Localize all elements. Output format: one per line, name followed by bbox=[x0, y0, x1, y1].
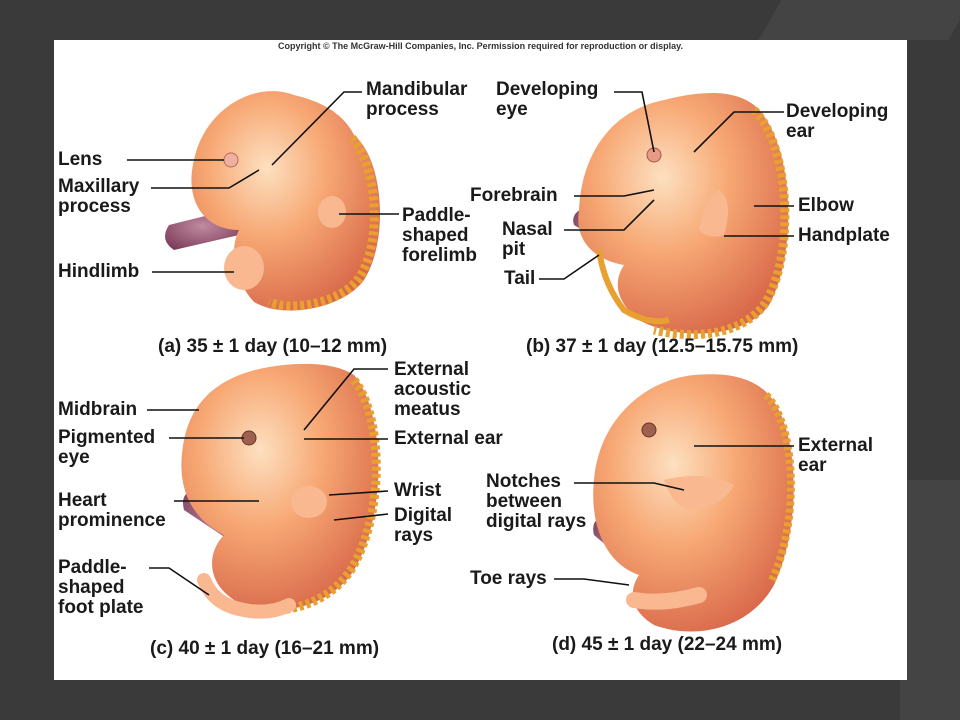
embryo-illustrations bbox=[127, 91, 795, 632]
label-tail: Tail bbox=[504, 268, 536, 289]
label-wrist: Wrist bbox=[394, 480, 442, 501]
background-stripe bbox=[758, 0, 960, 40]
label-forebrain: Forebrain bbox=[470, 185, 558, 206]
caption-b: (b) 37 ± 1 day (12.5–15.75 mm) bbox=[526, 336, 799, 357]
leader-lines bbox=[127, 91, 794, 596]
slide-panel: Copyright © The McGraw-Hill Companies, I… bbox=[54, 40, 907, 680]
caption-c: (c) 40 ± 1 day (16–21 mm) bbox=[150, 638, 380, 659]
label-handplate: Handplate bbox=[798, 225, 890, 246]
label-external-ear-c: External ear bbox=[394, 428, 503, 449]
embryo-c bbox=[181, 363, 381, 619]
background-stripe bbox=[900, 480, 960, 720]
label-lens: Lens bbox=[58, 149, 103, 170]
caption-d: (d) 45 ± 1 day (22–24 mm) bbox=[552, 634, 783, 655]
label-midbrain: Midbrain bbox=[58, 399, 138, 420]
embryo-d bbox=[593, 374, 795, 632]
embryo-a bbox=[165, 91, 381, 311]
label-elbow: Elbow bbox=[798, 195, 854, 216]
label-hindlimb: Hindlimb bbox=[58, 261, 140, 282]
copyright-notice: Copyright © The McGraw-Hill Companies, I… bbox=[277, 41, 684, 51]
label-toe-rays: Toe rays bbox=[470, 568, 547, 589]
caption-a: (a) 35 ± 1 day (10–12 mm) bbox=[158, 336, 388, 357]
embryo-b bbox=[573, 93, 790, 340]
